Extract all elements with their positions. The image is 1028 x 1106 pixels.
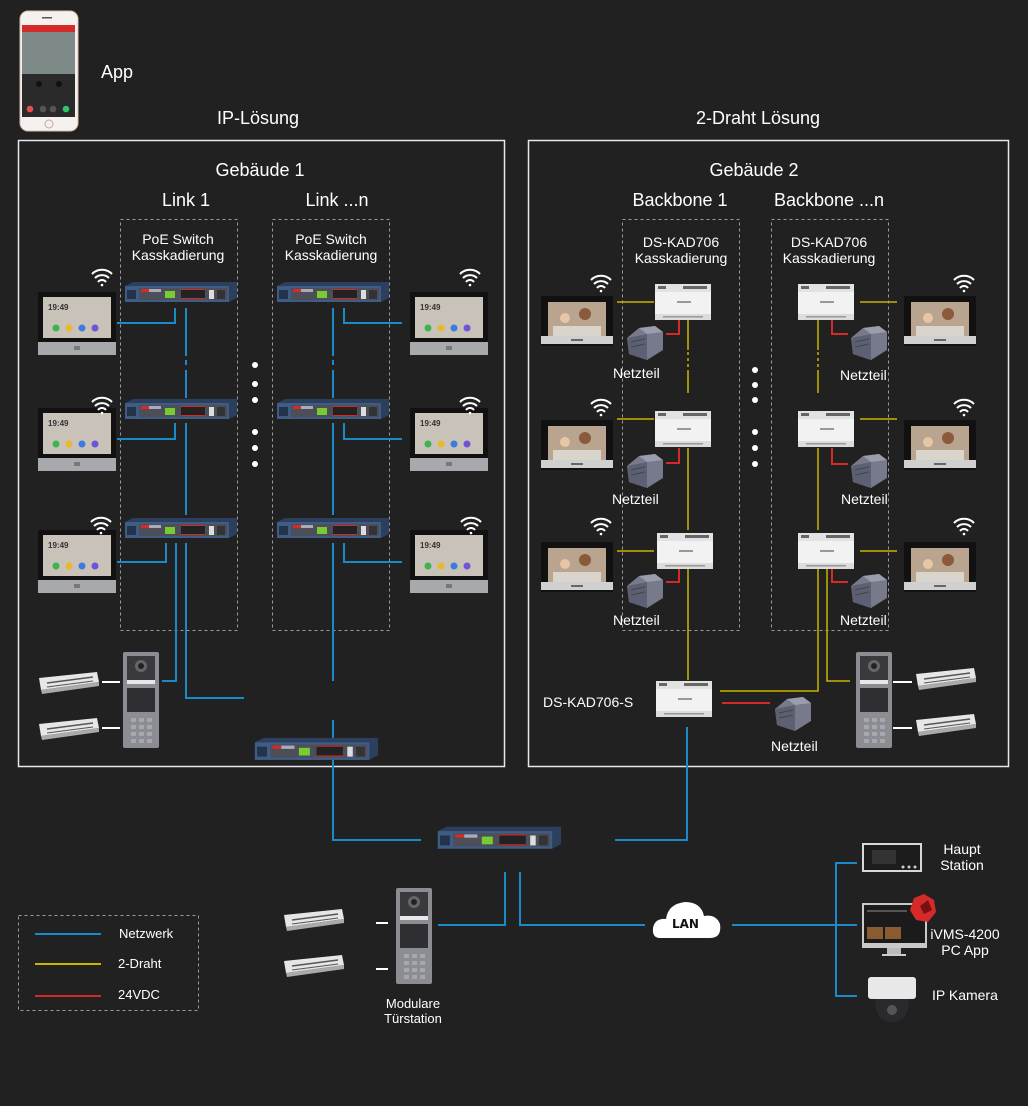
distributor-icon: [798, 411, 854, 447]
indoor-monitor-icon: [541, 420, 613, 470]
power-wiring: [666, 320, 848, 704]
magnetic-lock-icon: [915, 713, 977, 737]
legend-box: [18, 915, 199, 1011]
power-supply-icon: [850, 325, 888, 361]
indoor-monitor-icon: [541, 542, 613, 592]
magnetic-lock-icon: [283, 954, 345, 978]
lan-cloud-label: LAN: [672, 917, 699, 931]
building-2-frame: [527, 139, 1010, 768]
poe-switch-icon: [125, 282, 237, 302]
wifi-icon: [590, 398, 612, 418]
indoor-monitor-icon: [904, 420, 976, 470]
main-distributor-label: DS-KAD706-S: [543, 694, 634, 710]
psu-label: Netzteil: [840, 612, 887, 628]
ivms-logo-icon: [910, 894, 936, 922]
link-n-cascade-box: [272, 219, 390, 631]
legend-label-network: Netzwerk: [119, 926, 174, 941]
magnetic-lock-icon: [38, 717, 100, 741]
power-supply-icon: [774, 696, 812, 732]
distributor-icon: [798, 533, 854, 569]
magnetic-lock-icon: [283, 908, 345, 932]
app-label: App: [101, 62, 134, 82]
link-n-box-label: PoE Switch Kasskadierung: [284, 231, 378, 264]
magnetic-lock-icon: [915, 667, 977, 691]
distributor-icon: [798, 284, 854, 320]
indoor-monitor-icon: [410, 408, 488, 471]
indoor-monitor-icon: [38, 408, 116, 471]
dome-camera-icon: [868, 977, 916, 1022]
poe-switch-icon: [277, 399, 389, 419]
endpoint-master-station-label: Haupt Station: [940, 841, 984, 874]
ip-solution-title: IP-Lösung: [216, 108, 300, 128]
indoor-monitor-icon: [38, 530, 116, 593]
indoor-monitor-icon: [904, 542, 976, 592]
psu-label: Netzteil: [613, 612, 660, 628]
psu-label: Netzteil: [771, 738, 818, 754]
distributor-icon: [655, 411, 711, 447]
twowire-wiring: [617, 301, 897, 692]
door-station-icon: [856, 652, 892, 748]
poe-switch-icon: [277, 518, 389, 538]
wifi-icon: [953, 517, 975, 537]
master-station-icon: [862, 843, 922, 872]
main-distributor-icon: [656, 681, 712, 717]
endpoint-pc-app-label: iVMS-4200 PC App: [930, 926, 1000, 959]
power-supply-icon: [850, 573, 888, 609]
power-supply-icon: [626, 573, 664, 609]
distributor-icon: [657, 533, 713, 569]
building-2-title: Gebäude 2: [709, 160, 799, 180]
legend-label-twowire: 2-Draht: [118, 956, 162, 971]
smartphone-app-icon: [19, 10, 79, 132]
link-1-cascade-box: [120, 219, 238, 631]
psu-label: Netzteil: [612, 491, 659, 507]
core-switch-icon: [437, 826, 561, 849]
psu-label: Netzteil: [840, 367, 887, 383]
indoor-monitor-icon: [410, 530, 488, 593]
magnetic-lock-icon: [38, 671, 100, 695]
link-n-title: Link ...n: [305, 190, 369, 210]
wifi-icon: [953, 274, 975, 294]
wifi-icon: [590, 274, 612, 294]
network-wiring: [117, 308, 857, 997]
door-station-icon: [396, 888, 432, 984]
backbone-n-box-label: DS-KAD706 Kasskadierung: [782, 234, 876, 267]
poe-switch-icon: [277, 282, 389, 302]
power-supply-icon: [626, 453, 664, 489]
backbone-1-box-label: DS-KAD706 Kasskadierung: [634, 234, 728, 267]
building-1-title: Gebäude 1: [215, 160, 305, 180]
power-supply-icon: [626, 325, 664, 361]
wifi-icon: [91, 268, 113, 288]
indoor-monitor-icon: [410, 292, 488, 355]
endpoint-ip-camera-label: IP Kamera: [932, 987, 998, 1003]
lock-wiring: [102, 681, 912, 970]
wifi-icon: [459, 268, 481, 288]
wifi-icon: [590, 517, 612, 537]
twowire-solution-title: 2-Draht Lösung: [695, 108, 821, 128]
backbone-n-title: Backbone ...n: [773, 190, 885, 210]
ellipsis-dots: [252, 362, 758, 467]
lan-cloud-icon: [652, 902, 721, 938]
aggregation-switch-icon: [254, 737, 379, 760]
psu-label: Netzteil: [613, 365, 660, 381]
backbone-1-title: Backbone 1: [632, 190, 728, 210]
psu-label: Netzteil: [841, 491, 888, 507]
poe-switch-icon: [125, 518, 237, 538]
legend-swatches: [35, 933, 101, 997]
poe-switch-icon: [125, 399, 237, 419]
indoor-monitor-icon: [38, 292, 116, 355]
indoor-monitor-icon: [904, 296, 976, 346]
legend-label-power: 24VDC: [118, 987, 160, 1002]
indoor-monitor-icon: [541, 296, 613, 346]
power-supply-icon: [850, 453, 888, 489]
link-1-title: Link 1: [161, 190, 211, 210]
building-1-frame: [17, 139, 506, 768]
door-station-icon: [123, 652, 159, 748]
door-station-label: Modulare Türstation: [384, 996, 442, 1026]
wifi-icon: [953, 398, 975, 418]
distributor-icon: [655, 284, 711, 320]
link-1-box-label: PoE Switch Kasskadierung: [131, 231, 225, 264]
